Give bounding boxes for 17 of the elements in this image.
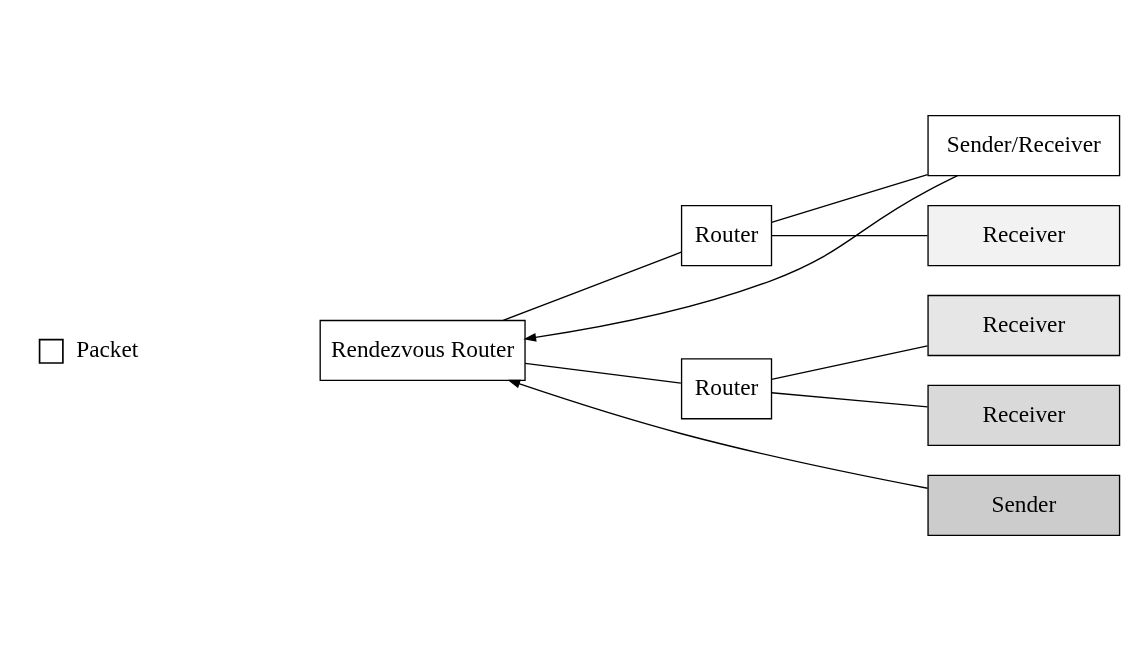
node-box: Receiver — [927, 384, 1121, 446]
node-box: Rendezvous Router — [319, 319, 526, 381]
node-box: Sender — [927, 474, 1121, 536]
connector — [770, 344, 929, 380]
legend-label: Packet — [76, 335, 139, 362]
node-box: Receiver — [927, 294, 1121, 356]
connector — [502, 251, 682, 321]
node-box: Router — [680, 357, 773, 419]
node-box: Router — [680, 204, 773, 266]
connector — [524, 362, 682, 384]
connector — [770, 391, 929, 407]
connector — [770, 173, 929, 223]
connector — [770, 234, 929, 236]
arrow — [523, 174, 959, 342]
node-box: Sender/Receiver — [927, 114, 1121, 176]
node-box: Receiver — [927, 204, 1121, 266]
arrow — [507, 379, 929, 489]
